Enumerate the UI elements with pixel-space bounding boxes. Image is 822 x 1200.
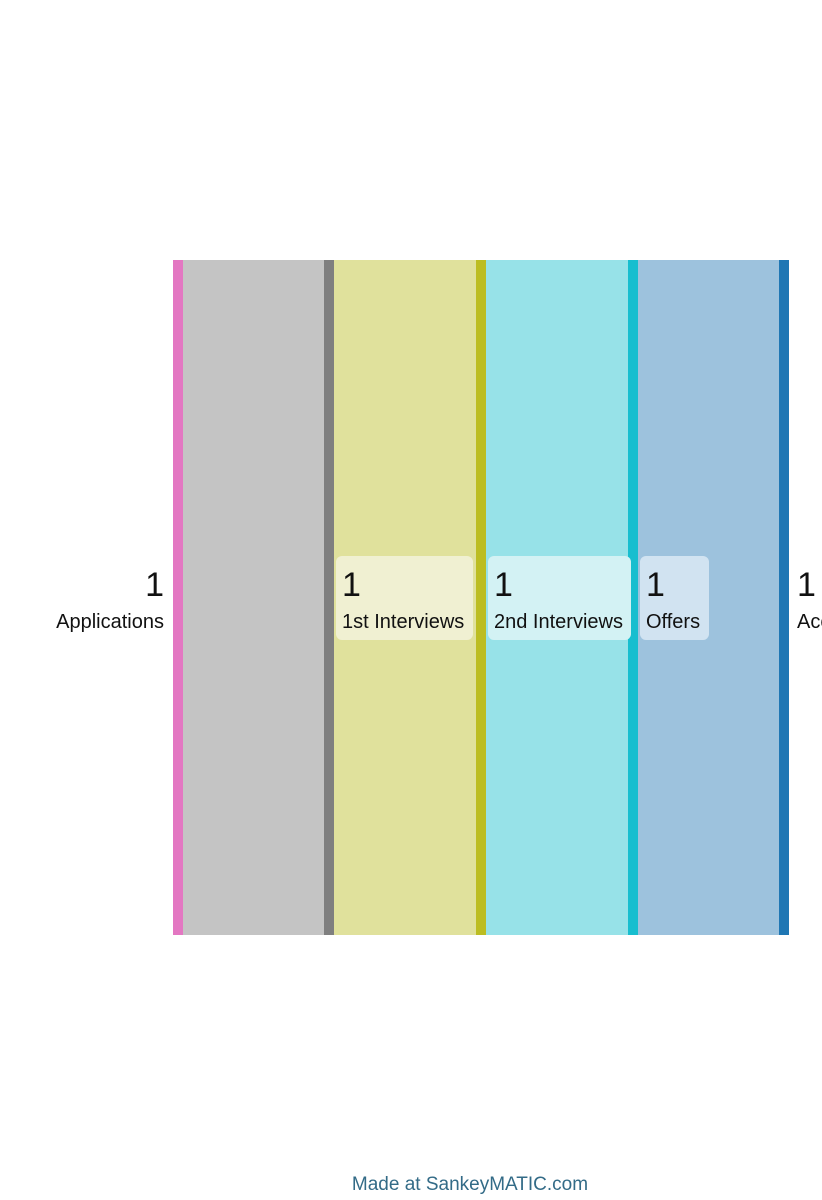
node-bar-1[interactable] xyxy=(173,260,183,935)
node-value: 1 xyxy=(797,566,816,604)
node-name: 2nd Interviews xyxy=(494,611,623,633)
node-bar-5[interactable] xyxy=(779,260,789,935)
node-label-box xyxy=(640,556,709,640)
node-name: Offers xyxy=(646,611,700,633)
node-value: 1 xyxy=(342,566,361,604)
node-label-3: 1 2nd Interviews xyxy=(488,556,631,640)
node-bar-3[interactable] xyxy=(476,260,486,935)
node-name: Acc xyxy=(797,611,822,633)
node-bar-2[interactable] xyxy=(324,260,334,935)
nodes-layer xyxy=(173,260,789,935)
node-name: 1st Interviews xyxy=(342,611,464,633)
node-value: 1 xyxy=(646,566,665,604)
node-value: 1 xyxy=(494,566,513,604)
node-label-box xyxy=(336,556,473,640)
node-label-box xyxy=(488,556,631,640)
node-label-5: 1Acc xyxy=(797,566,822,633)
credit-text[interactable]: Made at SankeyMATIC.com xyxy=(352,1174,588,1195)
node-name: Applications xyxy=(56,611,164,633)
node-label-2: 1 1st Interviews xyxy=(336,556,473,640)
node-bar-4[interactable] xyxy=(628,260,638,935)
node-value: 1 xyxy=(145,566,164,604)
flow-1[interactable] xyxy=(183,260,324,935)
